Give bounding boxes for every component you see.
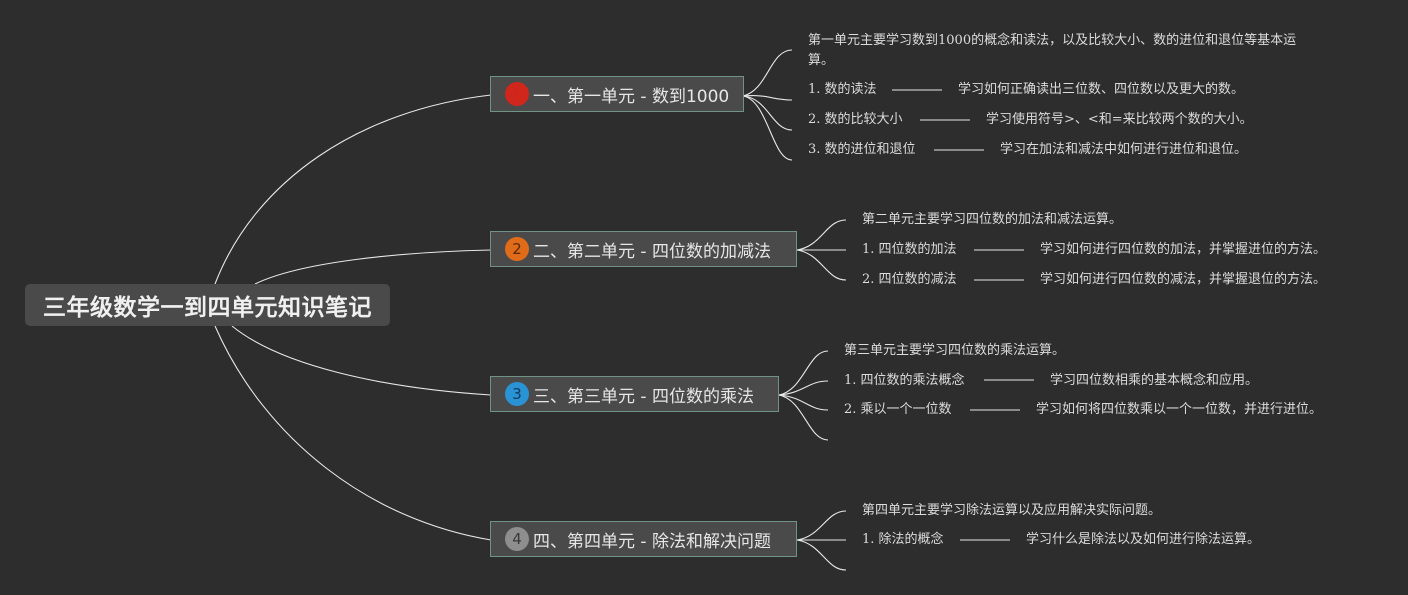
branch-4-summary[interactable]: 第四单元主要学习除法运算以及应用解决实际问题。 bbox=[862, 503, 1162, 518]
branch-1-item-1-detail[interactable]: 学习如何正确读出三位数、四位数以及更大的数。 bbox=[958, 82, 1245, 97]
branch-3-item-1-detail[interactable]: 学习四位数相乘的基本概念和应用。 bbox=[1050, 373, 1259, 388]
branch-3-summary[interactable]: 第三单元主要学习四位数的乘法运算。 bbox=[844, 343, 1066, 358]
priority-4-icon: 4 bbox=[505, 527, 529, 551]
branch-title: 三、第三单元 - 四位数的乘法 bbox=[533, 386, 754, 407]
branch-topic-3[interactable]: 3 三、第三单元 - 四位数的乘法 bbox=[490, 376, 779, 412]
root-title: 三年级数学一到四单元知识笔记 bbox=[43, 295, 372, 321]
connector-b2-item2 bbox=[796, 249, 847, 281]
branch-1-item-2-label[interactable]: 2. 数的比较大小 bbox=[808, 112, 903, 127]
branch-2-item-2-detail[interactable]: 学习如何进行四位数的减法，并掌握退位的方法。 bbox=[1040, 272, 1327, 287]
connector-b1-item1 bbox=[742, 95, 793, 101]
branch-1-item-2-detail[interactable]: 学习使用符号>、<和=来比较两个数的大小。 bbox=[986, 112, 1253, 127]
connector-b3-item1 bbox=[778, 380, 829, 396]
priority-3-icon: 3 bbox=[505, 382, 529, 406]
branch-title: 四、第四单元 - 除法和解决问题 bbox=[533, 531, 771, 552]
branch-title: 二、第二单元 - 四位数的加减法 bbox=[533, 241, 771, 262]
branch-1-item-3-label[interactable]: 3. 数的进位和退位 bbox=[808, 142, 916, 157]
branch-2-item-1-label[interactable]: 1. 四位数的加法 bbox=[862, 242, 957, 257]
branch-4-item-1-label[interactable]: 1. 除法的概念 bbox=[862, 532, 944, 547]
branch-topic-1[interactable]: 1 一、第一单元 - 数到1000 bbox=[490, 76, 744, 112]
branch-3-item-2-label[interactable]: 2. 乘以一个一位数 bbox=[844, 402, 952, 417]
branch-title: 一、第一单元 - 数到1000 bbox=[533, 86, 730, 107]
connector-b4-empty bbox=[796, 539, 847, 571]
branch-topic-4[interactable]: 4 四、第四单元 - 除法和解决问题 bbox=[490, 521, 797, 557]
connector-root-branch-3 bbox=[231, 325, 492, 396]
connector-b3-empty bbox=[778, 394, 829, 441]
connector-b3-summary bbox=[778, 350, 829, 396]
connector-b1-summary bbox=[742, 49, 793, 97]
priority-2-icon: 2 bbox=[505, 237, 529, 261]
root-topic[interactable]: 三年级数学一到四单元知识笔记 bbox=[25, 284, 390, 326]
branch-1-item-1-label[interactable]: 1. 数的读法 bbox=[808, 82, 877, 97]
branch-2-summary[interactable]: 第二单元主要学习四位数的加法和减法运算。 bbox=[862, 212, 1123, 227]
branch-topic-2[interactable]: 2 二、第二单元 - 四位数的加减法 bbox=[490, 231, 797, 267]
priority-1-icon: 1 bbox=[505, 82, 529, 106]
branch-3-item-2-detail[interactable]: 学习如何将四位数乘以一个一位数，并进行进位。 bbox=[1036, 402, 1323, 417]
connector-root-branch-1 bbox=[214, 94, 492, 285]
connector-b3-item2 bbox=[778, 394, 829, 411]
connector-root-branch-2 bbox=[254, 249, 492, 285]
connector-root-branch-4 bbox=[214, 325, 492, 541]
branch-2-item-1-detail[interactable]: 学习如何进行四位数的加法，并掌握进位的方法。 bbox=[1040, 242, 1327, 257]
connector-b4-summary bbox=[796, 510, 847, 541]
connector-b2-summary bbox=[796, 219, 847, 251]
connector-b1-item3 bbox=[742, 95, 793, 161]
connector-b1-item2 bbox=[742, 95, 793, 131]
branch-1-item-3-detail[interactable]: 学习在加法和减法中如何进行进位和退位。 bbox=[1000, 142, 1248, 157]
branch-1-summary[interactable]: 第一单元主要学习数到1000的概念和读法，以及比较大小、数的进位和退位等基本运算… bbox=[808, 33, 1297, 68]
branch-2-item-2-label[interactable]: 2. 四位数的减法 bbox=[862, 272, 957, 287]
branch-4-item-1-detail[interactable]: 学习什么是除法以及如何进行除法运算。 bbox=[1026, 532, 1261, 547]
branch-3-item-1-label[interactable]: 1. 四位数的乘法概念 bbox=[844, 373, 965, 388]
